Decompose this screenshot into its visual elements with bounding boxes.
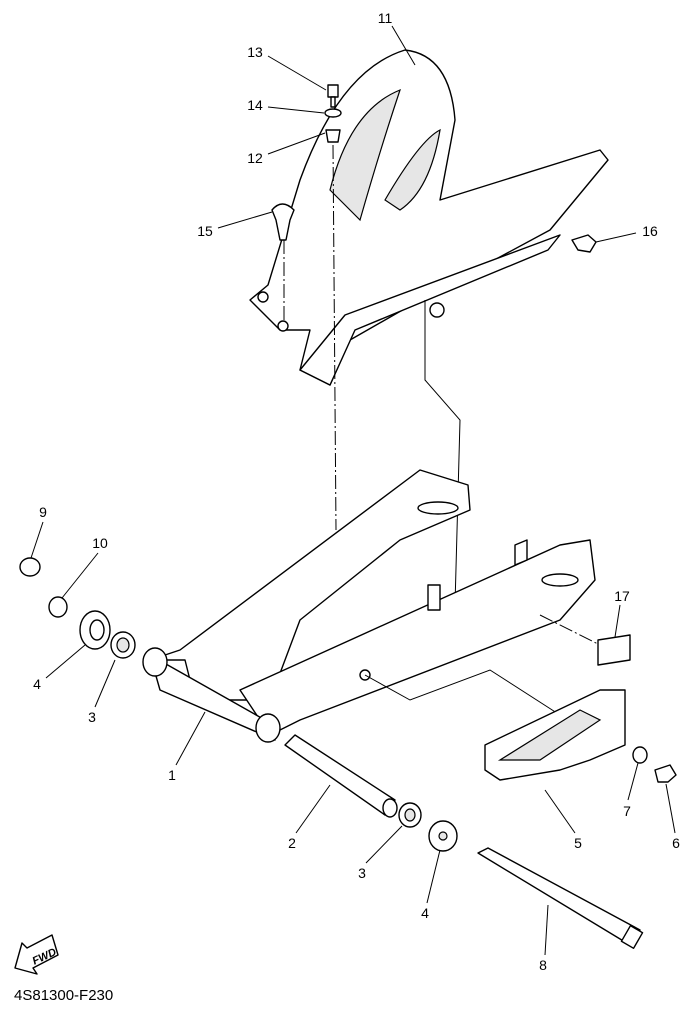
callout-1: 1 bbox=[168, 767, 176, 783]
collar-7 bbox=[632, 746, 648, 764]
callout-11: 11 bbox=[378, 10, 393, 26]
callout-3: 3 bbox=[88, 709, 96, 725]
swingarm-part bbox=[142, 469, 596, 743]
bolt-16 bbox=[571, 234, 597, 253]
bearing-3b bbox=[398, 802, 422, 828]
bolt-6 bbox=[654, 764, 677, 783]
callout-8: 8 bbox=[539, 957, 547, 973]
callout-7: 7 bbox=[623, 803, 631, 819]
rivet-clip-15 bbox=[271, 203, 295, 241]
washer-4b bbox=[428, 820, 458, 852]
washer-14 bbox=[324, 108, 342, 118]
callout-16: 16 bbox=[642, 223, 658, 239]
collar-pipe-2 bbox=[284, 734, 396, 816]
callout-12: 12 bbox=[247, 150, 263, 166]
callout-17: 17 bbox=[614, 588, 630, 604]
callout-4b: 4 bbox=[421, 905, 429, 921]
bearing-3 bbox=[110, 631, 136, 659]
callout-13: 13 bbox=[247, 44, 263, 60]
nut-9 bbox=[19, 557, 41, 577]
collar-12 bbox=[325, 129, 341, 143]
leader-lines bbox=[30, 25, 676, 956]
callout-14: 14 bbox=[247, 97, 263, 113]
callout-10: 10 bbox=[92, 535, 108, 551]
rear-fender-part bbox=[249, 49, 609, 386]
callout-15: 15 bbox=[197, 223, 213, 239]
washer-10 bbox=[48, 596, 68, 618]
callout-2: 2 bbox=[288, 835, 296, 851]
callout-3b: 3 bbox=[358, 865, 366, 881]
oil-seal-4 bbox=[79, 610, 111, 650]
callout-4: 4 bbox=[33, 676, 41, 692]
diagram-code: 4S81300-F230 bbox=[14, 987, 114, 1004]
callout-6: 6 bbox=[672, 835, 680, 851]
label-17 bbox=[597, 634, 631, 666]
pivot-shaft-8 bbox=[477, 847, 641, 946]
callout-9: 9 bbox=[39, 504, 47, 520]
callout-5: 5 bbox=[574, 835, 582, 851]
fwd-arrow-icon: FWD bbox=[14, 934, 59, 975]
bolt-13 bbox=[327, 84, 339, 108]
